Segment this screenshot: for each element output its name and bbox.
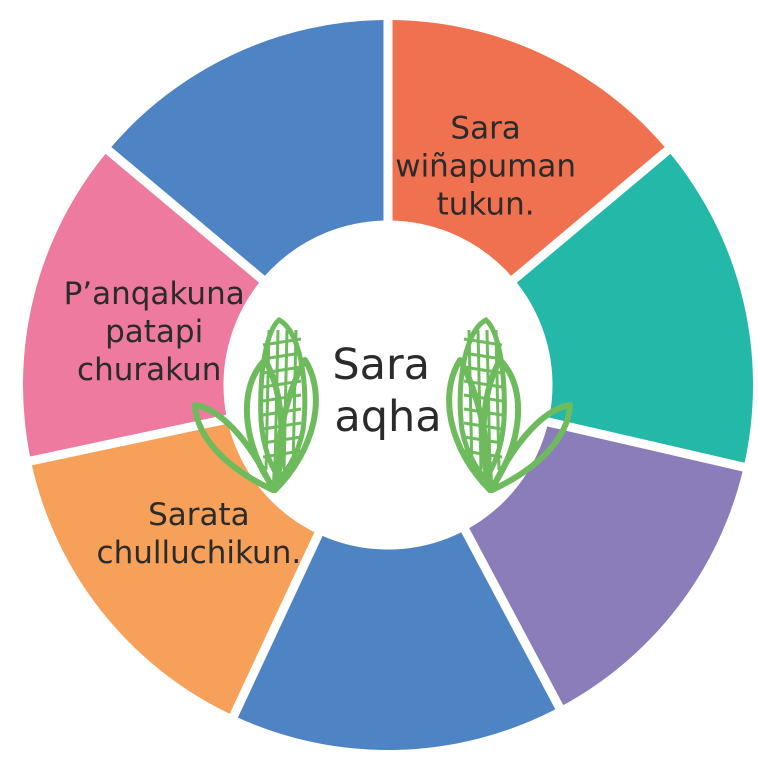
corn-icon <box>192 317 319 493</box>
corn-kernel-line <box>282 329 289 471</box>
corn-kernel-line <box>467 329 474 471</box>
segment-7 <box>23 150 266 461</box>
corn-cob <box>258 317 308 482</box>
corn-kernel-line <box>476 329 483 471</box>
segment-6 <box>30 418 321 716</box>
segment-label-line: churakun. <box>77 352 231 388</box>
segment-label-line: chulluchikun. <box>97 535 302 571</box>
segment-label-line: tukun. <box>437 187 535 223</box>
corn-kernel-line <box>273 329 280 471</box>
segment-label-line: P’anqakuna <box>64 276 245 312</box>
segment-3 <box>510 150 753 468</box>
corn-husk <box>192 402 276 493</box>
corn-husk <box>272 357 319 493</box>
center-hub: Sara aqha <box>192 220 573 550</box>
segment-label-line: Sarata <box>148 497 250 533</box>
corn-cob <box>457 317 507 482</box>
corn-kernel-line <box>264 329 271 471</box>
segment-label-line: Sara <box>450 111 520 147</box>
segment-2 <box>388 20 668 283</box>
segment-label-line: patapi <box>105 314 203 350</box>
segment-5 <box>233 526 560 750</box>
corn-husk <box>489 402 573 493</box>
center-label-line: Sara <box>332 340 430 390</box>
segment-1 <box>108 20 389 283</box>
corn-kernel-line <box>291 329 298 471</box>
corn-kernel-line <box>485 329 492 471</box>
center-label-line: aqha <box>334 392 441 442</box>
corn-husk <box>446 357 493 493</box>
center-label: Sara aqha <box>332 340 443 442</box>
corn-icon <box>446 317 573 493</box>
segment-label-line: wiñapuman <box>395 149 576 185</box>
segment-4 <box>463 420 744 708</box>
corn-kernel-line <box>494 329 501 471</box>
